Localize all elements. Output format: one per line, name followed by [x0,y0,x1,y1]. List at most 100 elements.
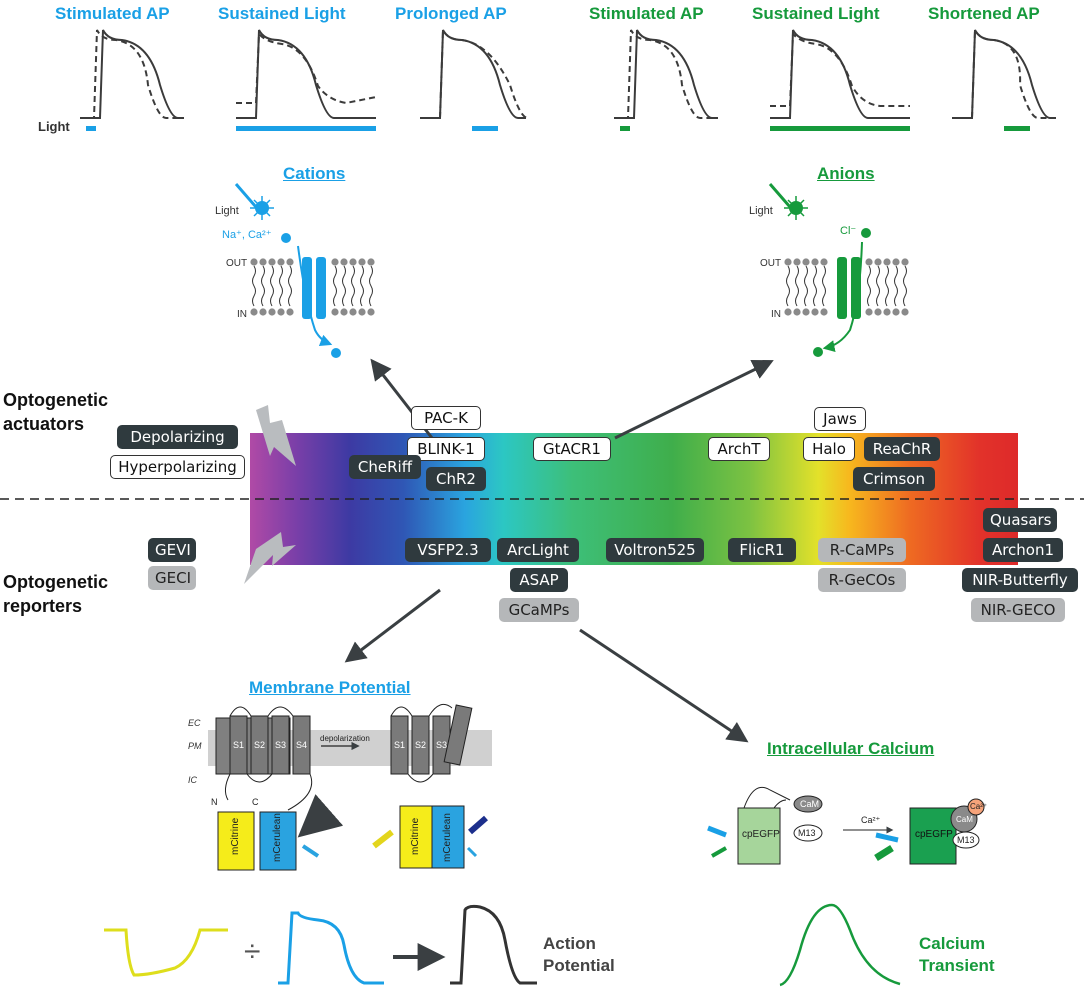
actuator-jaws: Jaws [814,407,866,431]
actuator-reachr: ReaChR [864,437,940,461]
m13-label: M13 [798,828,816,838]
ca-label-bound: Ca²⁺ [970,802,988,811]
calcium-title: Intracellular Calcium [767,739,935,758]
light-stimulus-bar [770,126,910,131]
ap-trace-dashed [952,29,1056,119]
reporter-asap: ASAP [510,568,568,592]
reporter-arclight: ArcLight [497,538,579,562]
cations-in-label: IN [237,309,247,320]
actuator-gtacr1: GtACR1 [533,437,611,461]
ap-trace-dashed [420,29,529,119]
anions-out-label: OUT [760,258,782,269]
legend-geci: GECI [148,566,196,590]
ap-title-3: Prolonged AP [395,4,507,23]
mcitrine-label: mCitrine [230,817,241,855]
ec-label: EC [188,718,201,728]
s1-label-depol: S1 [394,740,406,750]
reporter-voltron525: Voltron525 [606,538,704,562]
m13-label-bound: M13 [957,835,975,845]
calcium-transient-label: Calcium Transient [919,934,995,975]
anions-ion-label: Cl⁻ [840,225,857,237]
reporter-quasars: Quasars [983,508,1057,532]
cations-light-label: Light [215,205,239,217]
actuator-crimson: Crimson [853,467,935,491]
n-terminus-label: N [211,797,218,807]
s3-label-depol: S3 [436,740,448,750]
actuator-halo: Halo [803,437,855,461]
ap-trace-dashed [236,31,377,105]
cations-ions-label: Na⁺, Ca²⁺ [222,229,272,241]
cations-out-label: OUT [226,258,248,269]
actuator-archt: ArchT [708,437,770,461]
ap-title-1: Stimulated AP [55,4,170,23]
gcamp-diagram [707,786,985,865]
pm-label: PM [188,741,202,751]
reporter-nir-geco: NIR-GECO [971,598,1065,622]
cpegfp-label-bound: cpEGFP [915,829,953,840]
lightning-icon [244,532,296,584]
light-stimulus-bar [86,126,96,131]
membrane-potential-title: Membrane Potential [249,678,411,697]
cation-channel-diagram [234,183,375,358]
reporter-nir-butterfly: NIR-Butterfly [962,568,1078,592]
action-potential-label: Action Potential [543,934,615,975]
depolarization-label: depolarization [320,734,370,743]
lightning-icon [256,405,296,466]
ap-trace [450,904,537,985]
ic-label: IC [188,775,197,785]
ap-trace-solid [236,29,376,119]
reporter-vsfp: VSFP2.3 [405,538,491,562]
s1-label: S1 [233,740,245,750]
reporter-r-camps: R-CaMPs [818,538,906,562]
ap-title-2: Sustained Light [218,4,346,23]
yellow-trace [104,928,228,977]
anions-light-label: Light [749,205,773,217]
anions-title: Anions [817,164,875,183]
cations-title: Cations [283,164,346,183]
ap-title-6: Shortened AP [928,4,1040,23]
legend-gevi: GEVI [148,538,196,562]
light-stimulus-bar [620,126,630,131]
mcitrine-label-depol: mCitrine [410,817,421,855]
cam-label-bound: CaM [956,815,973,824]
ap-trace-dashed [614,29,718,119]
ap-title-4: Stimulated AP [589,4,704,23]
divide-sign: ÷ [244,935,261,968]
mcerulean-label: mCerulean [272,813,283,862]
actuator-chr2: ChR2 [426,467,486,491]
s4-label: S4 [296,740,308,750]
reporter-r-gecos: R-GeCOs [818,568,906,592]
legend-hyperpolarizing: Hyperpolarizing [110,455,245,479]
ap-trace-dashed [80,29,184,119]
anions-in-label: IN [771,309,781,320]
actuator-cheriff: CheRiff [349,455,421,479]
actuator-pac-k: PAC-K [411,406,481,430]
light-stimulus-bar [236,126,376,131]
anion-channel-diagram [768,183,909,357]
legend-depolarizing: Depolarizing [117,425,238,449]
arrow-to-calcium [579,628,749,743]
light-stimulus-bar [472,126,498,131]
ap-trace-solid [80,29,184,119]
s2-label: S2 [254,740,266,750]
ap-trace-solid [770,29,910,119]
arrow-to-anions [614,359,774,440]
vsfp-diagram [208,703,492,871]
blue-trace [278,911,384,985]
mcerulean-label-depol: mCerulean [442,813,453,862]
reporters-label: Optogenetic reporters [3,572,109,616]
reporter-archon1: Archon1 [983,538,1063,562]
calcium-trace [779,903,901,987]
s2-label-depol: S2 [415,740,427,750]
reporter-flicr1: FlicR1 [728,538,796,562]
arrow-to-membrane [344,588,441,663]
cam-label: CaM [800,799,820,809]
light-label: Light [38,119,70,134]
c-terminus-label: C [252,797,259,807]
actuators-label: Optogenetic actuators [3,390,109,434]
ap-title-5: Sustained Light [752,4,880,23]
reporter-gcamps: GCaMPs [499,598,579,622]
ap-trace-solid [614,29,718,119]
